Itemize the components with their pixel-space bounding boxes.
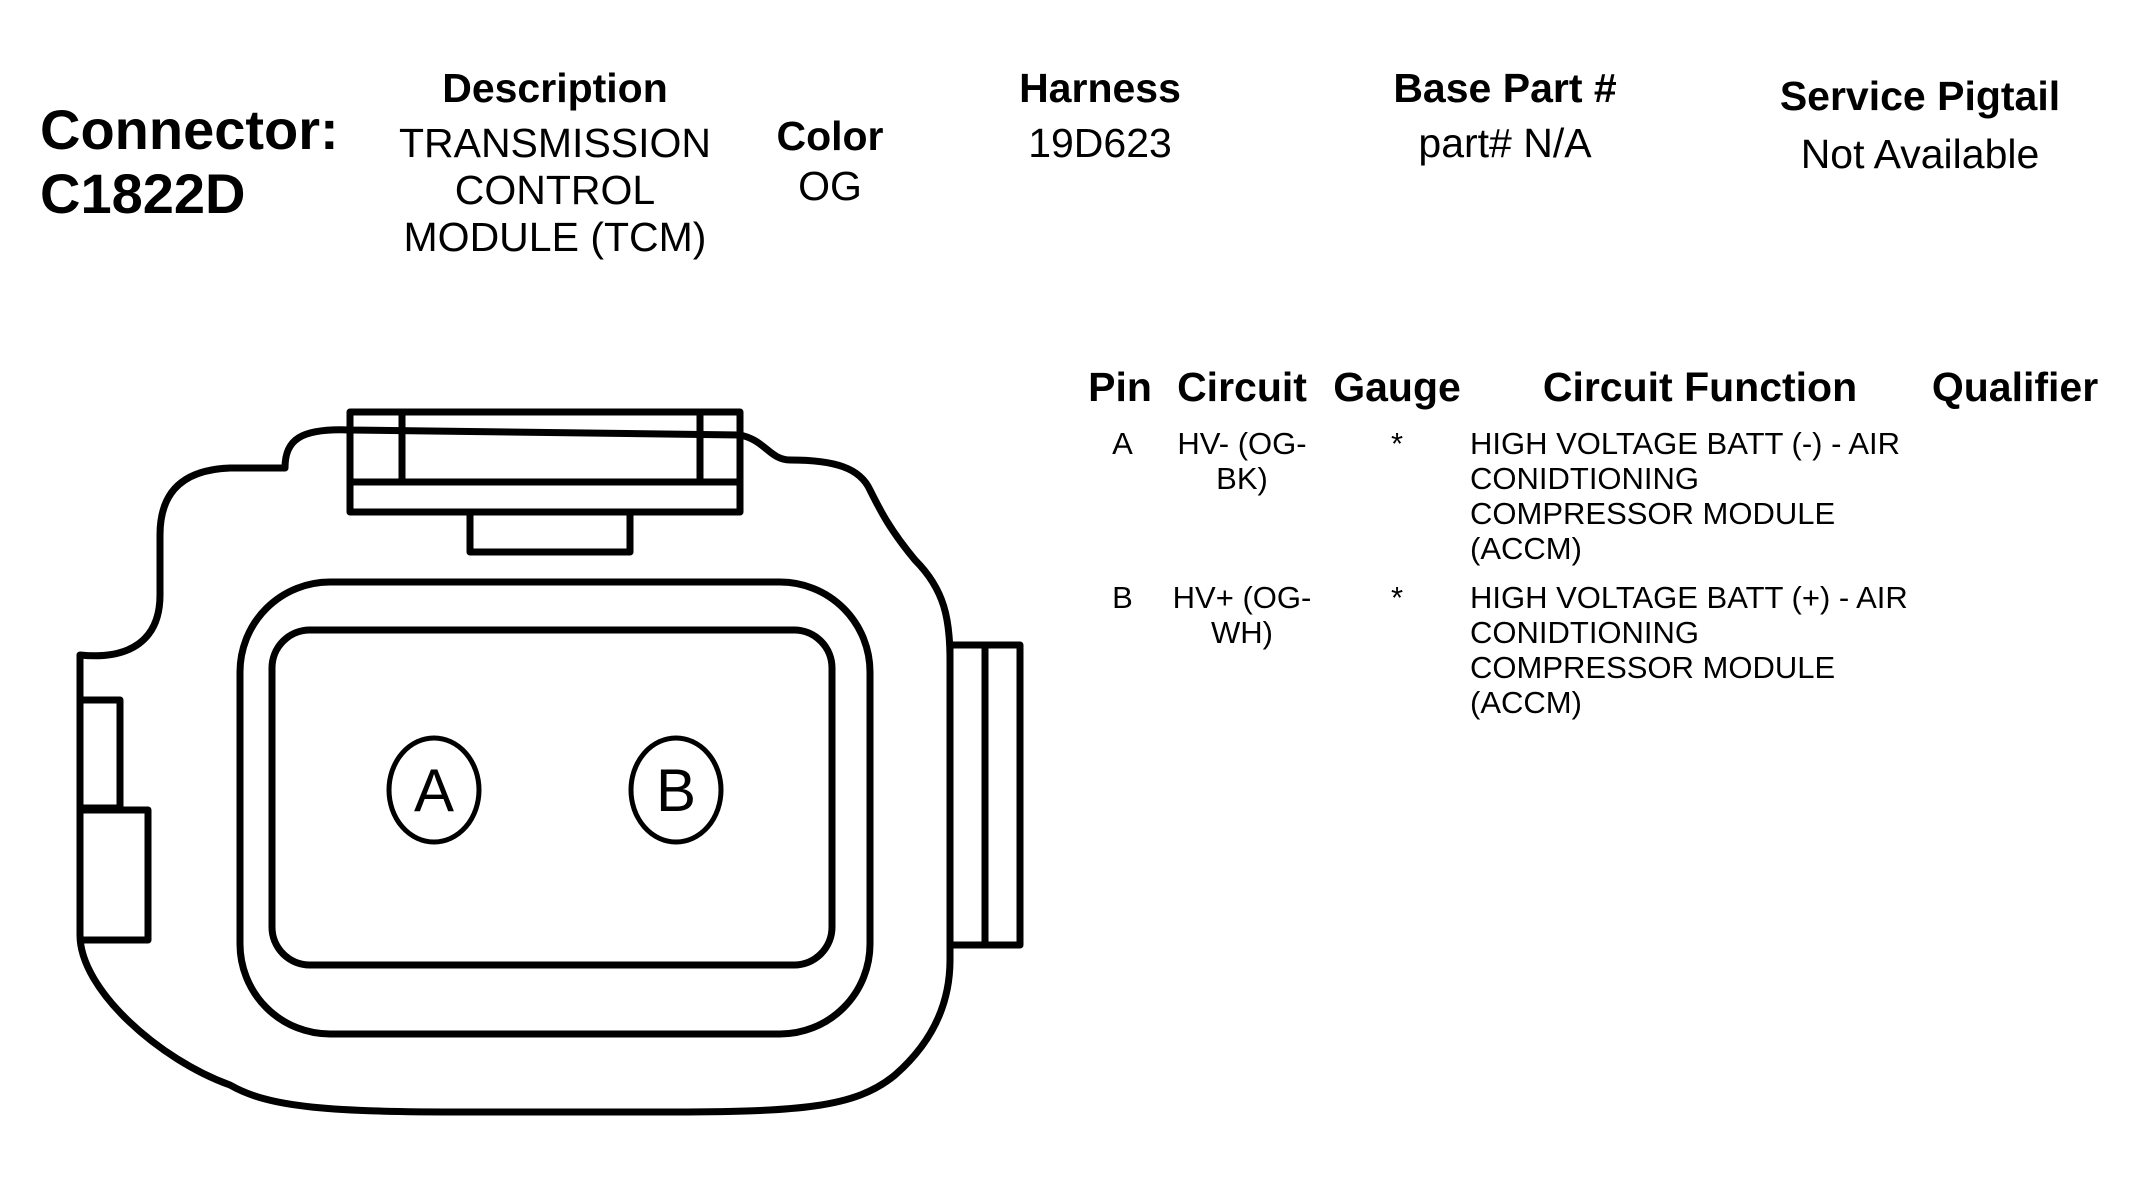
row-pin: A xyxy=(1112,426,1133,461)
base-part-block: Base Part # part# N/A xyxy=(1350,64,1660,167)
left-latch-notch xyxy=(80,696,124,812)
connector-label: Connector: xyxy=(40,98,339,161)
column-header-qualifier: Qualifier xyxy=(1931,364,2099,410)
row-circuit-function: HIGH VOLTAGE BATT (+) - AIR CONIDTIONING… xyxy=(1470,580,1908,720)
harness-block: Harness 19D623 xyxy=(960,64,1240,167)
row-circuit: HV+ (OG- WH) xyxy=(1172,580,1312,650)
base-part-label: Base Part # xyxy=(1393,65,1617,111)
pin-a-label: A xyxy=(414,757,454,824)
harness-value: 19D623 xyxy=(1028,120,1172,166)
connector-seal xyxy=(236,578,874,1038)
connector-outer-housing xyxy=(76,426,954,1116)
description-label: Description xyxy=(442,65,668,111)
column-header-circuit-function: Circuit Function xyxy=(1542,364,1858,410)
pin-b-label: B xyxy=(656,757,696,824)
row-gauge: * xyxy=(1390,426,1404,461)
service-pigtail-block: Service Pigtail Not Available xyxy=(1750,72,2090,178)
column-header-pin: Pin xyxy=(1088,364,1152,410)
pin-b-circle xyxy=(628,735,724,845)
description-block: Description TRANSMISSION CONTROL MODULE … xyxy=(380,64,730,261)
service-pigtail-value: Not Available xyxy=(1800,131,2040,177)
base-part-value: part# N/A xyxy=(1418,120,1592,166)
table-row: A HV- (OG- BK) * HIGH VOLTAGE BATT (-) -… xyxy=(1080,426,2130,566)
connector-id: C1822D xyxy=(40,162,246,225)
top-latch-key xyxy=(466,508,634,556)
row-circuit-function: HIGH VOLTAGE BATT (-) - AIR CONIDTIONING… xyxy=(1470,426,1901,566)
description-value: TRANSMISSION CONTROL MODULE (TCM) xyxy=(398,120,712,260)
color-value: OG xyxy=(798,163,862,209)
terminal-cavity xyxy=(268,626,836,969)
connector-face-diagram: A B xyxy=(76,408,1024,1116)
row-pin: B xyxy=(1112,580,1133,615)
harness-label: Harness xyxy=(1019,65,1181,111)
color-block: Color OG xyxy=(740,112,920,210)
color-label: Color xyxy=(776,113,884,159)
top-latch xyxy=(346,408,744,516)
connector-title: Connector: C1822D xyxy=(40,98,339,226)
row-gauge: * xyxy=(1390,580,1404,615)
column-header-gauge: Gauge xyxy=(1333,364,1461,410)
service-pigtail-label: Service Pigtail xyxy=(1779,73,2061,119)
table-row: B HV+ (OG- WH) * HIGH VOLTAGE BATT (+) -… xyxy=(1080,580,2130,720)
left-latch-tab xyxy=(80,806,152,944)
column-header-circuit: Circuit xyxy=(1177,364,1307,410)
pin-a-circle xyxy=(386,735,482,845)
row-circuit: HV- (OG- BK) xyxy=(1177,426,1307,496)
